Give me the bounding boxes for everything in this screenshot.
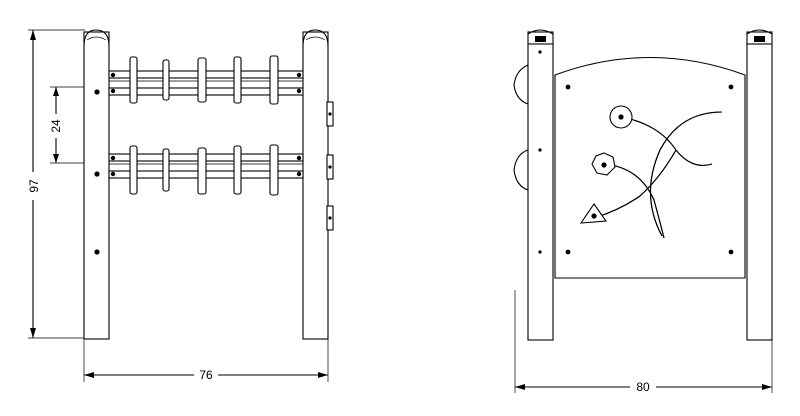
right-post bbox=[302, 29, 334, 340]
height-dimension-label: 97 bbox=[27, 179, 41, 193]
width-dimension-label: 76 bbox=[199, 368, 213, 382]
height-dimension: 97 bbox=[24, 29, 85, 339]
knob-shape bbox=[513, 64, 529, 105]
front-view: 97 24 bbox=[24, 29, 334, 382]
side-width-dimension: 80 bbox=[514, 290, 773, 394]
activity-panel bbox=[554, 57, 746, 279]
lower-rail bbox=[108, 144, 304, 196]
side-view: 80 bbox=[513, 29, 773, 394]
side-left-post bbox=[527, 29, 554, 341]
width-dimension: 76 bbox=[83, 339, 329, 382]
knob-shape bbox=[513, 149, 529, 191]
left-post bbox=[83, 29, 110, 340]
upper-rail bbox=[108, 55, 304, 105]
side-width-dimension-label: 80 bbox=[636, 380, 650, 394]
side-right-post bbox=[746, 29, 773, 341]
spacing-dimension-label: 24 bbox=[49, 119, 63, 133]
